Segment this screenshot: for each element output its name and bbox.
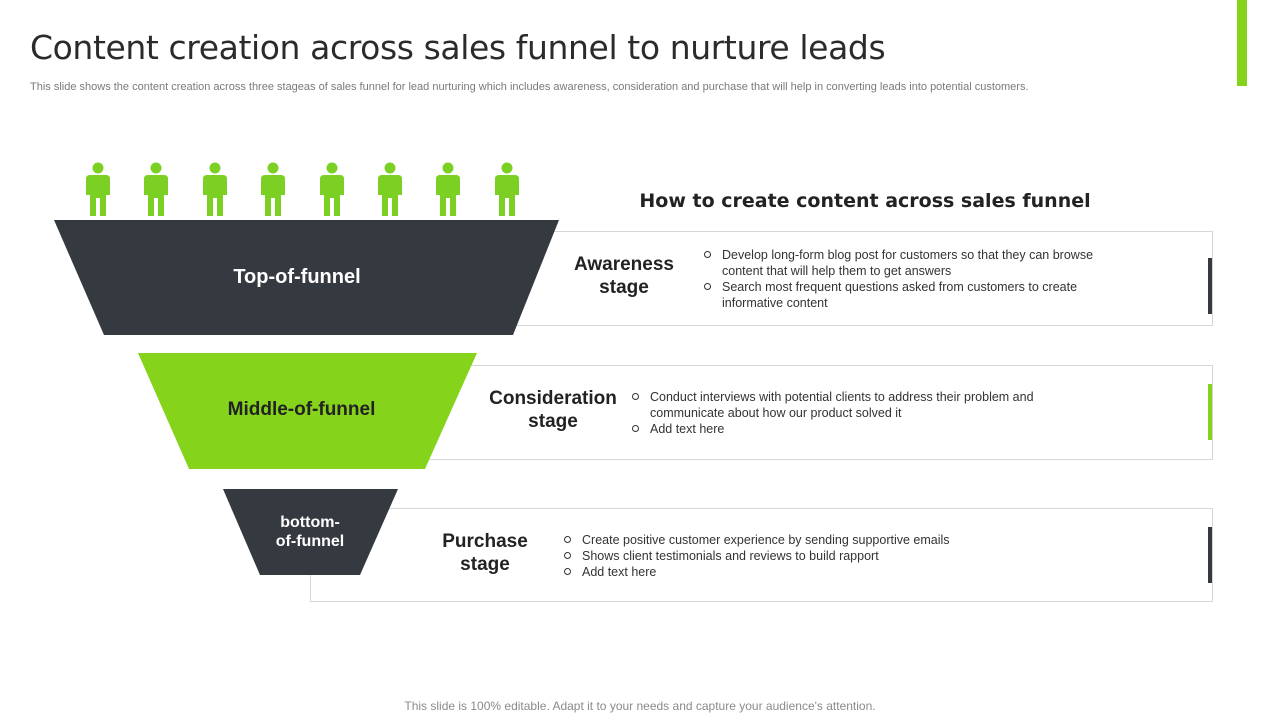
list-item: Add text here bbox=[564, 564, 1084, 580]
stage-name-line2: stage bbox=[599, 277, 649, 298]
funnel-bottom-label-line2: of-funnel bbox=[275, 533, 345, 550]
stage-name-line1: Consideration bbox=[489, 388, 617, 409]
stage-card-purchase bbox=[310, 508, 1213, 602]
funnel-bottom-label-line1: bottom- bbox=[280, 514, 340, 531]
funnel-bottom-label: bottom- of-funnel bbox=[240, 513, 380, 551]
stage-name-line2: stage bbox=[528, 411, 578, 432]
person-icon bbox=[86, 162, 110, 216]
person-icon bbox=[378, 162, 402, 216]
list-item: Search most frequent questions asked fro… bbox=[704, 279, 1124, 311]
stage-name-line1: Purchase bbox=[442, 531, 528, 552]
person-icon bbox=[495, 162, 519, 216]
stage-name-line1: Awareness bbox=[574, 254, 674, 275]
section-heading: How to create content across sales funne… bbox=[639, 190, 1091, 212]
slide-subtitle: This slide shows the content creation ac… bbox=[30, 81, 1029, 93]
list-item: Shows client testimonials and reviews to… bbox=[564, 548, 1084, 564]
list-item: Develop long-form blog post for customer… bbox=[704, 247, 1124, 279]
person-icon bbox=[320, 162, 344, 216]
person-icon bbox=[144, 162, 168, 216]
stage-card-awareness bbox=[505, 231, 1213, 326]
funnel-middle-label: Middle-of-funnel bbox=[227, 399, 376, 420]
stage-name-purchase: Purchase stage bbox=[420, 530, 550, 576]
stage-name-consideration: Consideration stage bbox=[478, 387, 628, 433]
awareness-bullets: Develop long-form blog post for customer… bbox=[704, 247, 1124, 311]
person-icon bbox=[436, 162, 460, 216]
list-item: Add text here bbox=[632, 421, 1072, 437]
purchase-bullets: Create positive customer experience by s… bbox=[564, 532, 1084, 580]
card-edge-marker bbox=[1208, 527, 1212, 583]
consideration-bullets: Conduct interviews with potential client… bbox=[632, 389, 1072, 437]
card-edge-marker bbox=[1208, 384, 1212, 440]
person-icon bbox=[203, 162, 227, 216]
person-icon bbox=[261, 162, 285, 216]
stage-card-consideration bbox=[420, 365, 1213, 460]
accent-bar bbox=[1237, 0, 1247, 86]
card-edge-marker bbox=[1208, 258, 1212, 314]
stage-name-line2: stage bbox=[460, 554, 510, 575]
funnel-top-label: Top-of-funnel bbox=[233, 266, 361, 288]
slide-title: Content creation across sales funnel to … bbox=[30, 28, 886, 67]
stage-name-awareness: Awareness stage bbox=[559, 253, 689, 299]
slide-footer: This slide is 100% editable. Adapt it to… bbox=[404, 699, 876, 713]
list-item: Conduct interviews with potential client… bbox=[632, 389, 1072, 421]
people-row bbox=[85, 162, 525, 218]
list-item: Create positive customer experience by s… bbox=[564, 532, 1084, 548]
